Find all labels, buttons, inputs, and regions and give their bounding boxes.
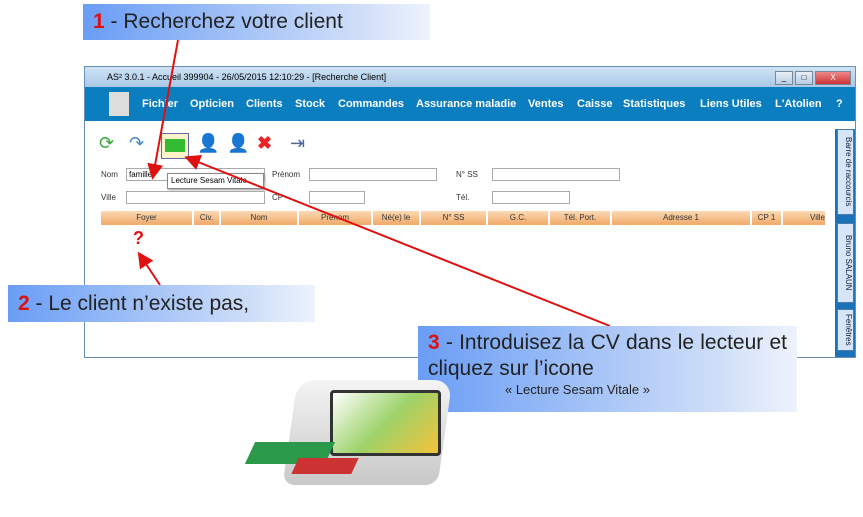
prenom-input[interactable] (309, 168, 437, 181)
col-nss[interactable]: N° SS (421, 211, 488, 225)
close-button[interactable]: X (815, 71, 851, 85)
menu-bar: Fichier Opticien Clients Stock Commandes… (85, 87, 855, 121)
callout-2: 2 - Le client n’existe pas, (8, 285, 315, 322)
menu-fichier[interactable]: Fichier (142, 98, 179, 110)
col-foyer[interactable]: Foyer (101, 211, 194, 225)
menu-statistiques[interactable]: Statistiques (623, 98, 686, 110)
cp-label: CP (272, 193, 284, 202)
tooltip: Lecture Sesam Vitale (167, 173, 264, 189)
callout-3-number: 3 (428, 331, 440, 354)
menu-assurance[interactable]: Assurance maladie (416, 98, 517, 110)
prenom-label: Prénom (272, 170, 301, 179)
col-gc[interactable]: G.C. (488, 211, 550, 225)
minimize-button[interactable]: _ (775, 71, 793, 85)
col-naissance[interactable]: Né(e) le (373, 211, 421, 225)
right-sidebar: Barre de raccourcis Bruno SALAUN Fenêtre… (835, 129, 855, 357)
ville-input[interactable] (126, 191, 265, 204)
nss-input[interactable] (492, 168, 620, 181)
menu-help[interactable]: ? (836, 98, 843, 110)
question-mark: ? (133, 228, 144, 248)
exit-icon[interactable]: ⇥ (290, 133, 306, 153)
callout-3-subtitle: « Lecture Sesam Vitale » (504, 382, 650, 397)
menu-opticien[interactable]: Opticien (190, 98, 235, 110)
callout-3-text: - Introduisez la CV dans le lecteur et c… (428, 331, 787, 380)
person-icon[interactable]: 👤 (197, 133, 220, 153)
col-nom[interactable]: Nom (221, 211, 299, 225)
menu-ventes[interactable]: Ventes (528, 98, 564, 110)
tel-label: Tél. (456, 193, 470, 202)
arrow-3 (184, 155, 611, 327)
menu-liens[interactable]: Liens Utiles (700, 98, 762, 110)
title-bar: AS² 3.0.1 - Accueil 399904 - 26/05/2015 … (85, 67, 855, 87)
ville-label: Ville (101, 193, 116, 202)
callout-3: 3 - Introduisez la CV dans le lecteur et… (418, 326, 797, 412)
col-cp[interactable]: CP 1 (752, 211, 783, 225)
cp-input[interactable] (309, 191, 365, 204)
refresh-icon[interactable]: ⟳ (99, 133, 115, 153)
window-title: AS² 3.0.1 - Accueil 399904 - 26/05/2015 … (107, 72, 387, 82)
col-civ[interactable]: Civ. (194, 211, 221, 225)
menu-commandes[interactable]: Commandes (338, 98, 405, 110)
callout-1: 1 - Recherchez votre client (83, 4, 430, 40)
tel-input[interactable] (492, 191, 570, 204)
col-adresse[interactable]: Adresse 1 (612, 211, 752, 225)
windows-tab[interactable]: Fenêtres (837, 309, 854, 351)
menu-stock[interactable]: Stock (295, 98, 325, 110)
user-tab[interactable]: Bruno SALAUN (837, 223, 854, 303)
callout-1-text: - Recherchez votre client (104, 10, 343, 33)
sesam-vitale-card-button[interactable] (161, 133, 189, 159)
arrow-2 (137, 251, 161, 286)
callout-1-number: 1 (93, 10, 105, 33)
menu-atolien[interactable]: L'Atolien (775, 98, 822, 110)
card-reader-image (244, 380, 453, 490)
col-ville[interactable]: Ville (783, 211, 827, 225)
menu-caisse[interactable]: Caisse (577, 98, 613, 110)
callout-2-text: - Le client n’existe pas, (29, 292, 250, 315)
card-icon (165, 139, 185, 152)
arrow-1 (147, 39, 179, 180)
user-avatar (109, 92, 129, 116)
shortcuts-tab[interactable]: Barre de raccourcis (837, 129, 854, 215)
nss-label: N° SS (456, 170, 478, 179)
add-person-icon[interactable]: 👤 (227, 133, 250, 153)
callout-2-number: 2 (18, 292, 30, 315)
delete-icon[interactable]: ✖ (257, 133, 273, 153)
nom-label: Nom (101, 170, 118, 179)
menu-clients[interactable]: Clients (246, 98, 283, 110)
redo-icon[interactable]: ↷ (129, 133, 145, 153)
col-tel-port[interactable]: Tél. Port. (550, 211, 612, 225)
maximize-button[interactable]: □ (795, 71, 813, 85)
